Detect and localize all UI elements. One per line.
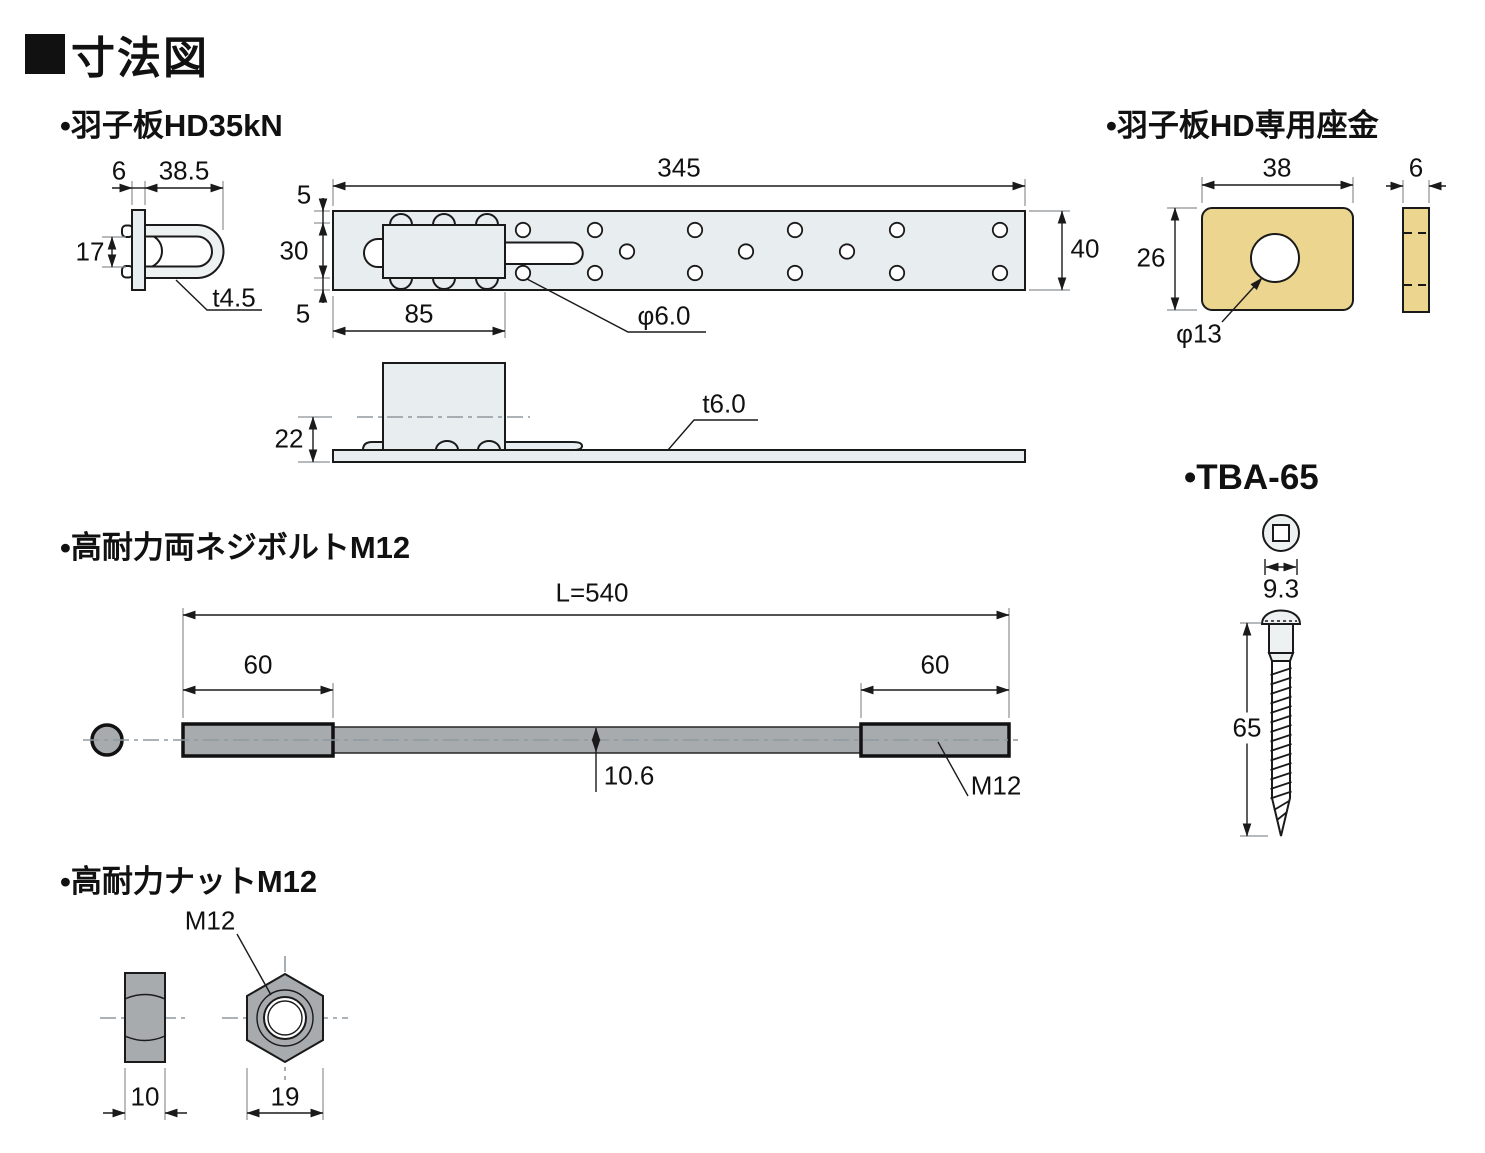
dim-washer-phi13: φ13 [1176,318,1222,349]
dim-washer-26: 26 [1136,242,1166,273]
title-square-icon [25,34,65,74]
dim-nut-19: 19 [270,1081,300,1112]
washer-views [1167,177,1446,323]
dim-hagoita-5-top: 5 [296,179,312,210]
section-heading-screw: •TBA-65 [1184,458,1319,497]
dim-hagoita-t6: t6.0 [702,388,746,419]
hagoita-plate-top-view [314,179,1070,338]
dim-washer-6: 6 [1408,152,1424,183]
screw-views [1240,514,1302,837]
dim-hagoita-6: 6 [111,155,127,186]
page-title-text: 寸法図 [71,34,209,83]
dim-hagoita-22: 22 [274,423,304,454]
dim-hagoita-phi6: φ6.0 [637,300,691,331]
dim-bolt-10-6: 10.6 [600,760,658,792]
dim-hagoita-38-5: 38.5 [158,155,210,186]
dim-nut-10: 10 [130,1081,160,1112]
dim-bolt-m12: M12 [970,770,1022,801]
hagoita-plate-side-view [298,362,1026,463]
hagoita-hook-view [102,181,262,311]
section-heading-bolt: •高耐力両ネジボルトM12 [60,530,411,565]
dim-hagoita-17: 17 [75,236,105,267]
page-title: 寸法図 [25,22,209,86]
dim-hagoita-345: 345 [657,152,701,183]
dim-screw-9-3: 9.3 [1262,573,1300,604]
section-heading-washer: •羽子板HD専用座金 [1106,108,1379,143]
dim-hagoita-t4-5: t4.5 [212,282,256,313]
dim-hagoita-5-bottom: 5 [295,298,311,329]
dim-hagoita-30: 30 [279,235,309,266]
dim-nut-m12: M12 [184,905,236,936]
dim-washer-38: 38 [1262,152,1292,183]
dim-hagoita-40: 40 [1070,233,1100,264]
nut-views [100,933,348,1120]
bolt-views [83,608,1018,797]
section-heading-hagoita: •羽子板HD35kN [60,108,283,143]
dim-bolt-60-left: 60 [243,649,273,680]
dim-hagoita-85: 85 [404,298,434,329]
dim-screw-65: 65 [1229,712,1265,744]
dim-bolt-60-right: 60 [920,649,950,680]
dim-bolt-length: L=540 [555,577,629,608]
section-heading-nut: •高耐力ナットM12 [60,864,318,899]
